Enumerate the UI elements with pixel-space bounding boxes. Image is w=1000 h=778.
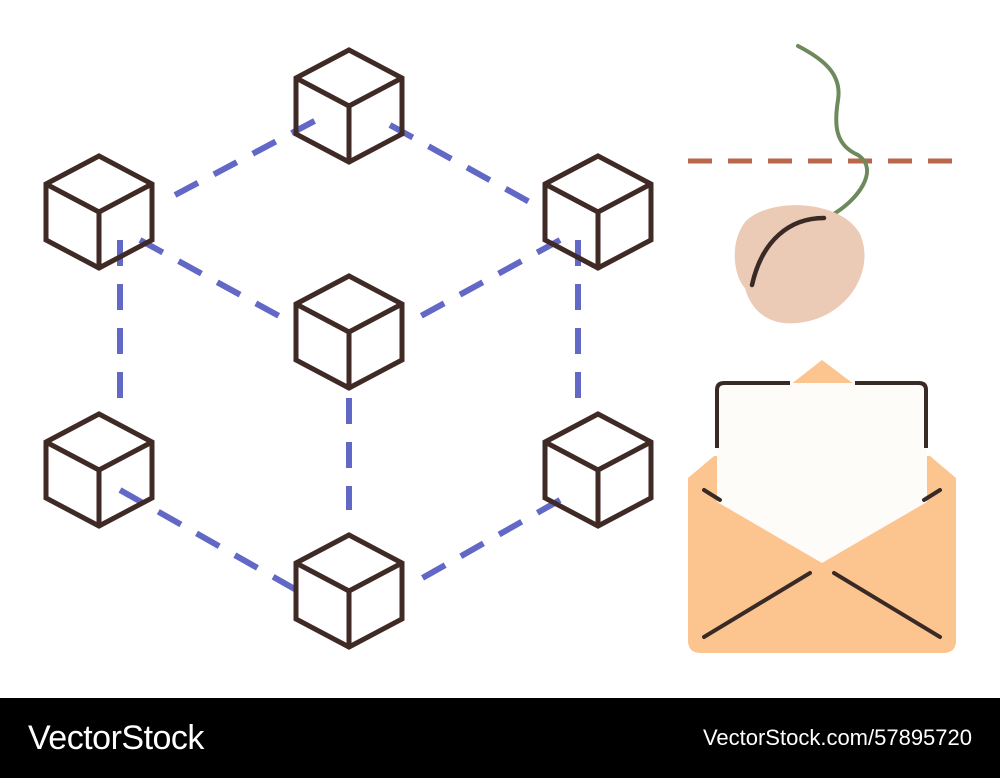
envelope-fold-right xyxy=(832,571,942,639)
link-top-right xyxy=(388,122,537,208)
link-bottom-left xyxy=(118,487,302,595)
cube-icon xyxy=(46,414,152,526)
open-envelope-icon xyxy=(688,360,956,653)
cube-icon xyxy=(296,535,402,647)
watermark-url: VectorStock.com/57895720 xyxy=(702,725,972,750)
cube-icon xyxy=(46,156,152,268)
envelope-crease-left xyxy=(702,488,722,502)
cube-icon xyxy=(545,156,651,268)
sprouting-seed-icon xyxy=(734,44,869,324)
seed xyxy=(734,205,865,324)
envelope-crease-right xyxy=(922,488,942,502)
cube-icon xyxy=(545,414,651,526)
watermark-brand: VectorStock xyxy=(28,718,204,757)
envelope-front-pocket xyxy=(688,485,956,653)
seed-crease xyxy=(749,215,827,288)
stem xyxy=(796,44,869,217)
link-left-center xyxy=(138,237,292,325)
link-bottom-right xyxy=(408,497,562,588)
letter-outline xyxy=(715,381,928,448)
watermark-bar: VectorStock VectorStock.com/57895720 xyxy=(0,698,1000,778)
illustration xyxy=(0,44,960,653)
link-right-center xyxy=(408,237,562,325)
cube-icon xyxy=(296,276,402,388)
envelope-fold-left xyxy=(702,571,812,639)
envelope-flap xyxy=(790,360,855,385)
link-top-left xyxy=(173,114,324,198)
cube-icon xyxy=(296,50,402,162)
